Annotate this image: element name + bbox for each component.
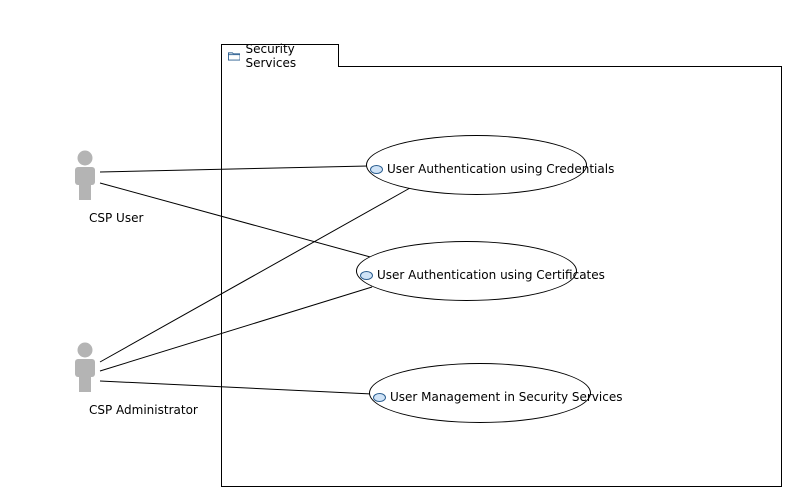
usecase-icon <box>360 270 373 280</box>
actor-label-csp-administrator: CSP Administrator <box>89 403 198 417</box>
usecase-label-credentials: User Authentication using Credentials <box>370 162 614 176</box>
usecase-icon <box>373 392 386 402</box>
package-frame[interactable] <box>221 66 782 487</box>
folder-icon <box>228 52 241 61</box>
actor-icon[interactable] <box>73 342 97 394</box>
usecase-label-certificates: User Authentication using Certificates <box>360 268 605 282</box>
actor-label-csp-user: CSP User <box>89 211 144 225</box>
association-csp-user-to-certificates[interactable] <box>99 182 375 259</box>
actor-icon[interactable] <box>73 150 97 202</box>
usecase-label-management: User Management in Security Services <box>373 390 622 404</box>
association-csp-admin-to-certificates[interactable] <box>99 286 373 372</box>
association-csp-user-to-credentials[interactable] <box>99 165 369 173</box>
package-title: Security Services <box>245 42 297 70</box>
package-tab[interactable]: Security Services <box>221 42 339 70</box>
usecase-user-management[interactable] <box>369 363 591 423</box>
association-csp-admin-to-credentials[interactable] <box>99 187 411 363</box>
association-csp-admin-to-management[interactable] <box>99 380 373 395</box>
usecase-user-authentication-credentials[interactable] <box>366 135 587 195</box>
usecase-icon <box>370 164 383 174</box>
usecase-user-authentication-certificates[interactable] <box>356 241 577 301</box>
